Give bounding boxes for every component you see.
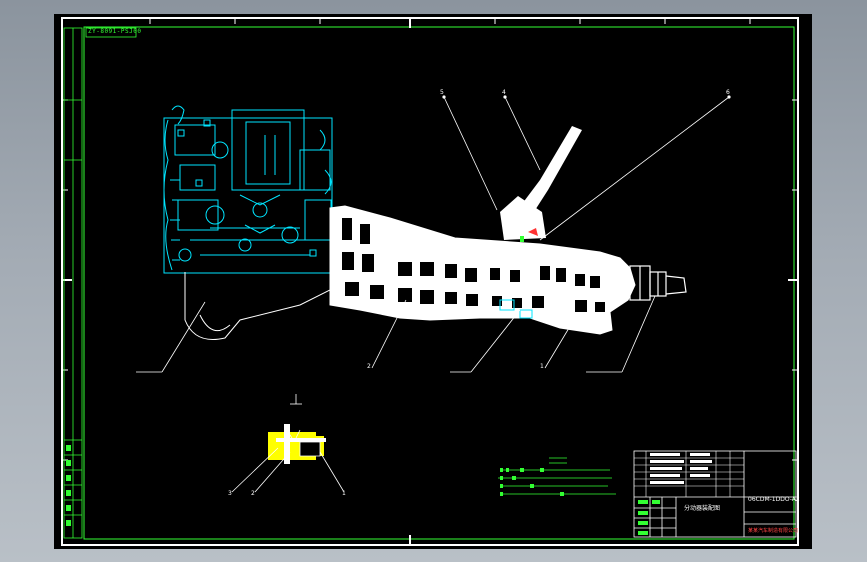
frame-ticks <box>62 18 798 545</box>
gearbox-sensors <box>499 299 533 319</box>
drawing-number: 06CDM-1DDO-A2 <box>748 496 800 503</box>
detail-balloon-3: 3 <box>228 490 232 497</box>
balloon-dots <box>442 95 731 99</box>
balloon-5: 5 <box>440 89 444 96</box>
detail-view <box>268 424 326 464</box>
detail-leaders <box>231 394 345 493</box>
shift-lever <box>500 126 582 242</box>
engine-assembly <box>163 105 333 274</box>
technical-notes <box>498 457 616 495</box>
parts-list-text <box>650 453 712 484</box>
gearbox-assembly <box>329 205 636 335</box>
gearbox-ribbing <box>342 218 605 312</box>
balloon-1: 1 <box>540 363 544 370</box>
header-code-box <box>85 27 137 38</box>
title-block-green <box>638 500 660 535</box>
main-leaders <box>136 96 730 373</box>
title-block <box>633 450 797 538</box>
header-code: ZY-8091-PSJ00 <box>88 28 142 35</box>
zone-ticks <box>62 18 798 461</box>
binding-strip <box>63 27 83 539</box>
drawing-title: 分动器装配图 <box>684 505 721 512</box>
balloon-2: 2 <box>367 363 371 370</box>
balloon-6: 6 <box>726 89 730 96</box>
output-flange <box>629 265 687 301</box>
strip-labels <box>66 445 71 526</box>
flywheel-housing <box>184 272 331 340</box>
inner-frame <box>83 26 795 540</box>
notes-text-marks <box>500 468 564 496</box>
parts-list <box>634 451 744 497</box>
balloon-4: 4 <box>502 89 506 96</box>
company-name: 某某汽车制造有限公司 <box>748 528 799 534</box>
outer-border <box>61 17 799 546</box>
detail-balloon-2: 2 <box>251 490 255 497</box>
detail-balloon-1: 1 <box>342 490 346 497</box>
